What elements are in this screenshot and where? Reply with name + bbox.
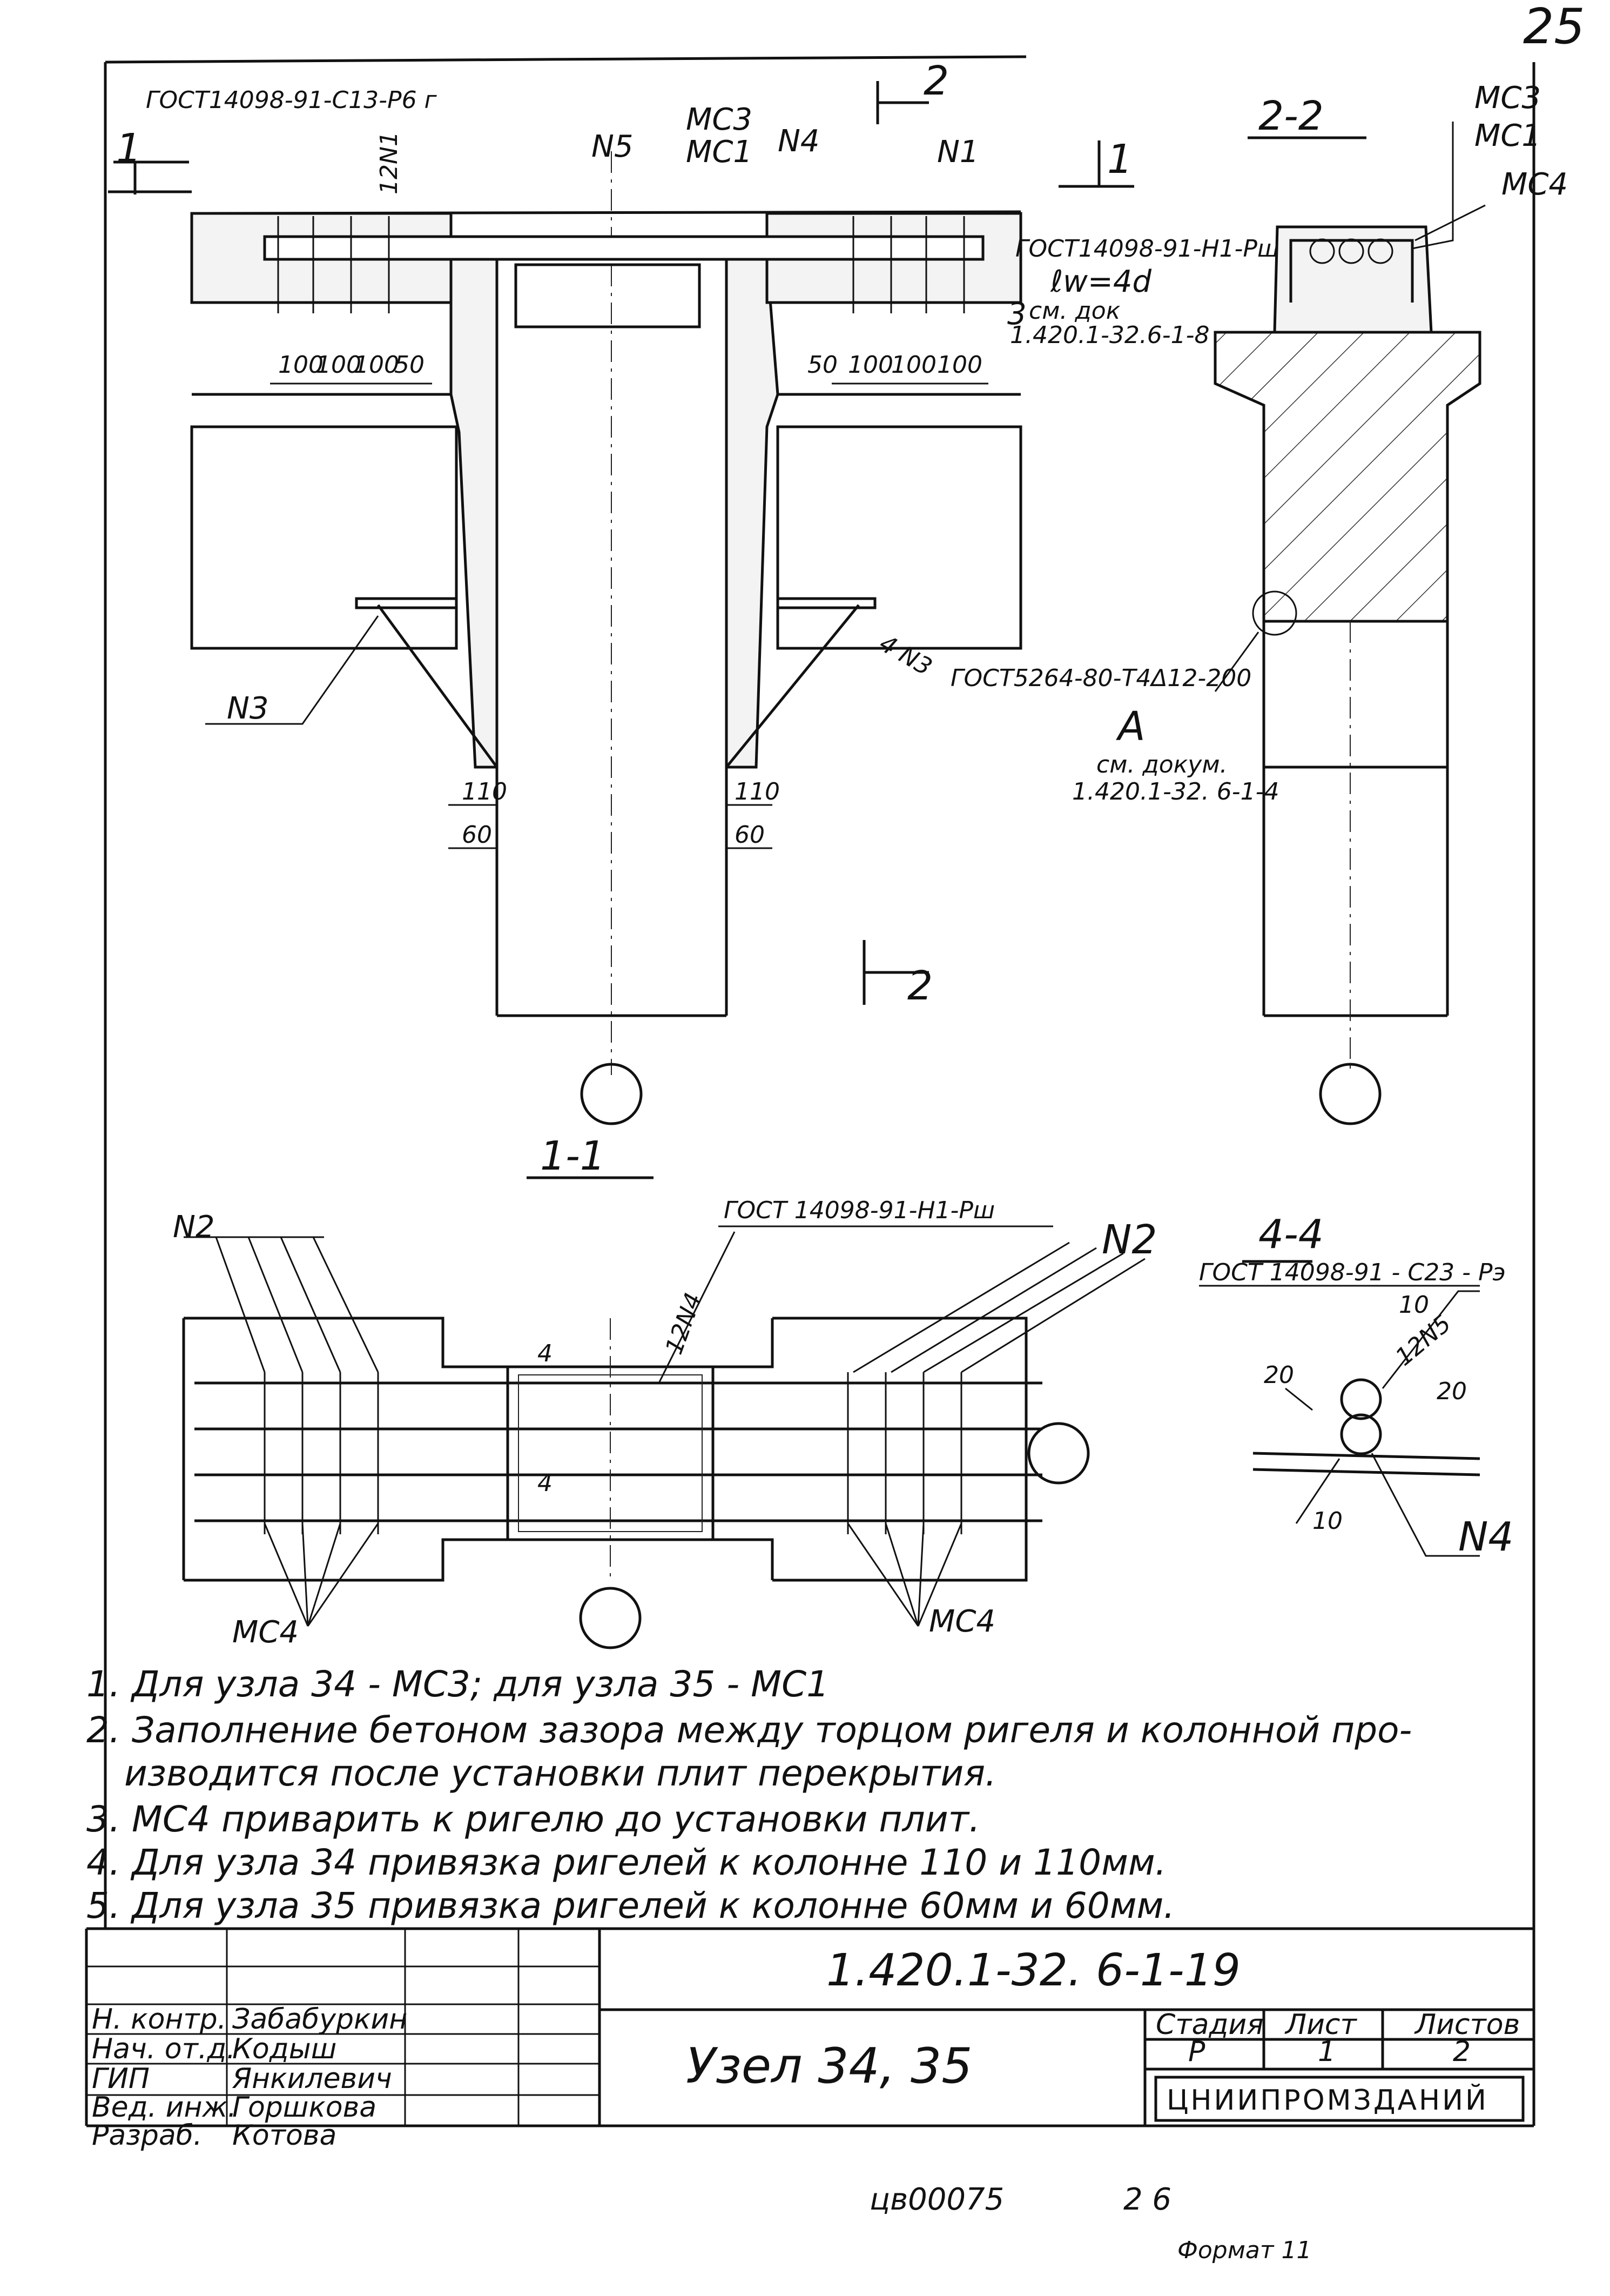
twelve-n1-label: 12N1 [375,131,403,194]
title-block: 1.420.1-32. 6-1-19 Узел 34, 35 Н. контр.… [85,62,1535,2152]
bottom-format: Формат 11 [1177,2237,1312,2264]
name-2: Кодыш [232,2033,336,2065]
name-5: Котова [232,2119,336,2152]
dim-left-3: 100 [354,351,399,379]
see-doc2-label: см. докум. [1096,751,1228,778]
section44-d20a: 20 [1264,1361,1294,1389]
dim-right-4: 100 [937,351,982,379]
name-4: Горшкова [232,2091,376,2124]
section44-d10a: 10 [1399,1291,1429,1319]
sheet-code: 1.420.1-32. 6-1-19 [826,1945,1241,1996]
dim-left-2: 100 [316,351,361,379]
three-label: 3 [1007,297,1027,332]
n5-label: N5 [591,129,634,164]
sheet-value: 1 [1318,2036,1336,2068]
bottom-stamp: цв00075 [870,2182,1004,2217]
n4-label: N4 [778,124,820,159]
note-2a: 2. Заполнение бетоном зазора между торцо… [86,1709,1412,1751]
see-doc-label: см. док [1029,297,1121,325]
role-2: Нач. от.д. [92,2033,235,2065]
gost-top-label: ГОСТ14098-91-С13-Р6 г [146,86,437,114]
dim-right-3: 100 [891,351,937,379]
role-1: Н. контр. [92,2003,226,2036]
section11-gost: ГОСТ 14098-91-Н1-Рш [724,1197,995,1224]
note-4: 4. Для узла 34 привязка ригелей к колонн… [86,1842,1167,1883]
section11-mc4-right: МС4 [929,1604,995,1639]
section22-mc3: МС3 [1474,80,1541,116]
role-5: Разраб. [92,2119,202,2152]
note-1: 1. Для узла 34 - МС3; для узла 35 - МС1 [86,1663,829,1705]
d110-left: 110 [462,778,507,805]
section44-d12n5: 12N5 [1390,1310,1456,1371]
section22-title: 2-2 [1258,93,1324,139]
notes-block: 1. Для узла 34 - МС3; для узла 35 - МС1 … [86,1663,1412,1926]
section-4-4: 4-4 ГОСТ 14098-91 - С23 - Рэ 10 20 12N5 … [1199,1211,1513,1560]
note-2b: изводится после установки плит перекрыти… [124,1753,996,1794]
section11-four-b: 4 [537,1469,553,1497]
name-1: Забабуркин [232,2003,407,2036]
gost-h1-label: ГОСТ14098-91-Н1-Рш [1015,235,1279,263]
role-4: Вед. инж. [92,2091,237,2124]
section11-n2-left: N2 [173,1210,215,1245]
section22-mc1: МС1 [1474,118,1541,153]
dim-right-1: 50 [807,351,838,379]
lw-label: ℓw=4d [1050,264,1151,299]
d60-right: 60 [735,821,765,849]
dim-left-1: 100 [278,351,324,379]
doc-ref-label: 1.420.1-32.6-1-8 [1010,321,1210,349]
section11-n2-right: N2 [1102,1217,1157,1263]
dim-right-2: 100 [848,351,893,379]
sheet-header: Лист [1284,2009,1357,2041]
note-5: 5. Для узла 35 привязка ригелей к колонн… [86,1885,1175,1926]
elevation-view: ГОСТ14098-91-С13-Р6 г 1 1 2 2 МС3 МС1 N5… [105,55,1279,1125]
mc3-label: МС3 [686,102,752,137]
section-1-1: 1-1 ГОСТ 14098-91-Н1-Рш N2 N2 МС4 МС4 4 … [173,1133,1157,1650]
n3-label: N3 [227,691,269,726]
dim-left-4: 50 [394,351,425,379]
section-2-2: 2-2 МС3 МС1 МС4 [1214,80,1568,1125]
section44-d10b: 10 [1312,1507,1343,1535]
cut2-label-bottom: 2 [907,963,933,1009]
cut1-label-right: 1 [1107,136,1133,183]
sheets-header: Листов [1414,2009,1520,2041]
sheets-value: 2 [1453,2036,1471,2068]
stage-header: Стадия [1156,2009,1264,2041]
section11-twelve-n4: 12N4 [660,1289,708,1358]
note-3: 3. МС4 приварить к ригелю до установки п… [86,1798,980,1840]
section11-four-a: 4 [537,1340,553,1367]
cut2-label-top: 2 [924,58,949,104]
mc1-label: МС1 [686,135,752,170]
d60-left: 60 [462,821,492,849]
section44-title: 4-4 [1258,1211,1324,1258]
bottom-num: 2 6 [1123,2182,1171,2217]
doc-ref2-label: 1.420.1-32. 6-1-4 [1072,778,1279,805]
a-label: А [1116,703,1146,750]
section44-n4: N4 [1458,1514,1513,1560]
page-number: 25 [1523,0,1585,55]
section11-mc4-left: МС4 [232,1615,299,1650]
cut1-label-left: 1 [116,125,142,172]
stage-value: Р [1188,2036,1205,2068]
drawing-title: Узел 34, 35 [686,2038,972,2094]
role-3: ГИП [92,2063,150,2095]
gost-t-label: ГОСТ5264-80-Т4Δ12-200 [951,664,1251,692]
d110-right: 110 [735,778,780,805]
org-logo: ЦНИИПРОМЗДАНИЙ [1167,2084,1488,2117]
name-3: Янкилевич [232,2063,392,2095]
section11-title: 1-1 [540,1133,605,1179]
n1-label: N1 [937,135,979,170]
section44-gost: ГОСТ 14098-91 - С23 - Рэ [1199,1259,1506,1286]
section44-d20b: 20 [1437,1378,1467,1405]
